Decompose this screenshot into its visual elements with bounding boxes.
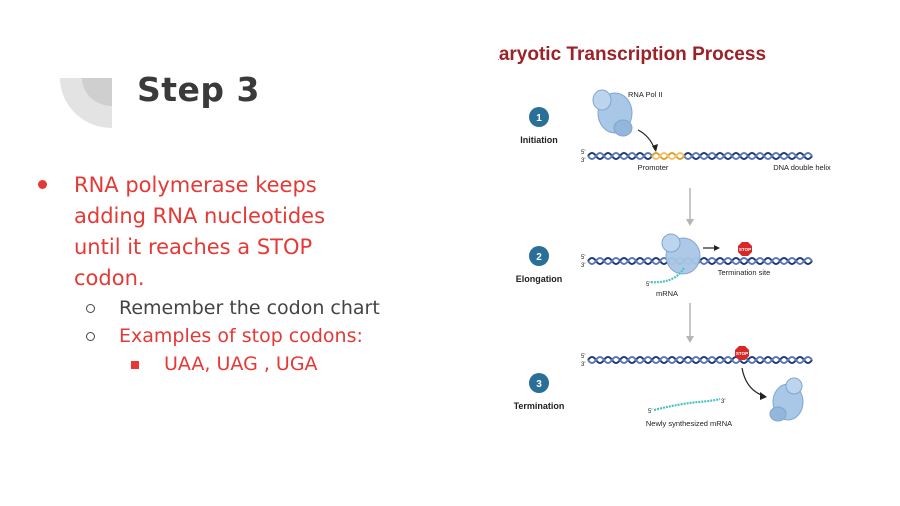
mrna-strand — [649, 267, 685, 284]
five-prime-3: 5' — [581, 354, 585, 360]
svg-text:STOP: STOP — [739, 247, 751, 252]
sub-sub-bullet-codons: UAA, UAG , UGA — [38, 350, 458, 378]
step-3-circle — [529, 373, 549, 393]
polymerase-released — [769, 377, 804, 422]
bullet-main: RNA polymerase keeps adding RNA nucleoti… — [38, 170, 368, 294]
arrow-head — [714, 245, 720, 251]
sub-bullet-codon-chart: Remember the codon chart — [38, 294, 458, 322]
svg-text:STOP: STOP — [736, 351, 748, 356]
new-mrna-label: Newly synthesized mRNA — [646, 419, 732, 428]
three-prime-3: 3' — [581, 362, 585, 368]
corner-decoration — [60, 78, 112, 128]
stop-sign-2: STOP — [738, 242, 752, 256]
bullet-list: RNA polymerase keeps adding RNA nucleoti… — [38, 170, 458, 378]
five-prime-new: 5' — [648, 409, 652, 415]
step-3-number: 3 — [536, 379, 542, 390]
step-1-circle — [529, 107, 549, 127]
polymerase-elongation — [661, 233, 701, 275]
sub-bullet-stop-examples: Examples of stop codons: — [38, 322, 458, 350]
bullet-dot — [38, 180, 47, 189]
dna-helix-3 — [587, 356, 813, 364]
promoter-label: Promoter — [638, 163, 669, 172]
dna-helix-1 — [587, 152, 813, 160]
bullet-main-text: RNA polymerase keeps adding RNA nucleoti… — [74, 173, 326, 290]
stop-sign-3: STOP — [735, 346, 749, 360]
new-mrna-strand — [653, 397, 721, 412]
step-2-label: Elongation — [516, 274, 563, 284]
slide-title: Step 3 — [137, 70, 260, 109]
arrow-to-promoter — [637, 129, 656, 151]
step-2-circle — [529, 246, 549, 266]
step-3-label: Termination — [514, 401, 565, 411]
three-prime-2: 3' — [581, 263, 585, 269]
arrow-head — [760, 392, 767, 400]
bullet-circle — [86, 304, 95, 313]
bullet-square — [131, 361, 139, 369]
termination-site-label: Termination site — [718, 268, 771, 277]
flow-arrow-head — [686, 219, 694, 226]
sub-bullet-text: Remember the codon chart — [119, 297, 380, 319]
polymerase-initiation — [592, 89, 633, 137]
flow-arrow-head — [686, 336, 694, 343]
step-1-label: Initiation — [520, 135, 558, 145]
promoter-region — [651, 152, 685, 160]
five-prime-mrna: 5' — [646, 282, 650, 288]
diagram-title: Eukaryotic Transcription Process — [498, 44, 766, 65]
stop-codons-text: UAA, UAG , UGA — [164, 353, 318, 375]
three-prime-1: 3' — [581, 158, 585, 164]
five-prime-2: 5' — [581, 255, 585, 261]
three-prime-new: 3' — [721, 399, 725, 405]
bullet-circle — [86, 332, 95, 341]
step-1-number: 1 — [536, 113, 542, 124]
five-prime-1: 5' — [581, 150, 585, 156]
dna-label: DNA double helix — [773, 163, 831, 172]
mrna-label: mRNA — [656, 289, 678, 298]
sub-bullet-text: Examples of stop codons: — [119, 325, 363, 347]
rna-pol-label: RNA Pol II — [628, 90, 663, 99]
release-arrow — [741, 367, 765, 397]
arrow-head — [652, 144, 658, 152]
step-2-number: 2 — [536, 252, 542, 263]
transcription-diagram: Eukaryotic Transcription Process 1 Initi… — [498, 18, 840, 438]
